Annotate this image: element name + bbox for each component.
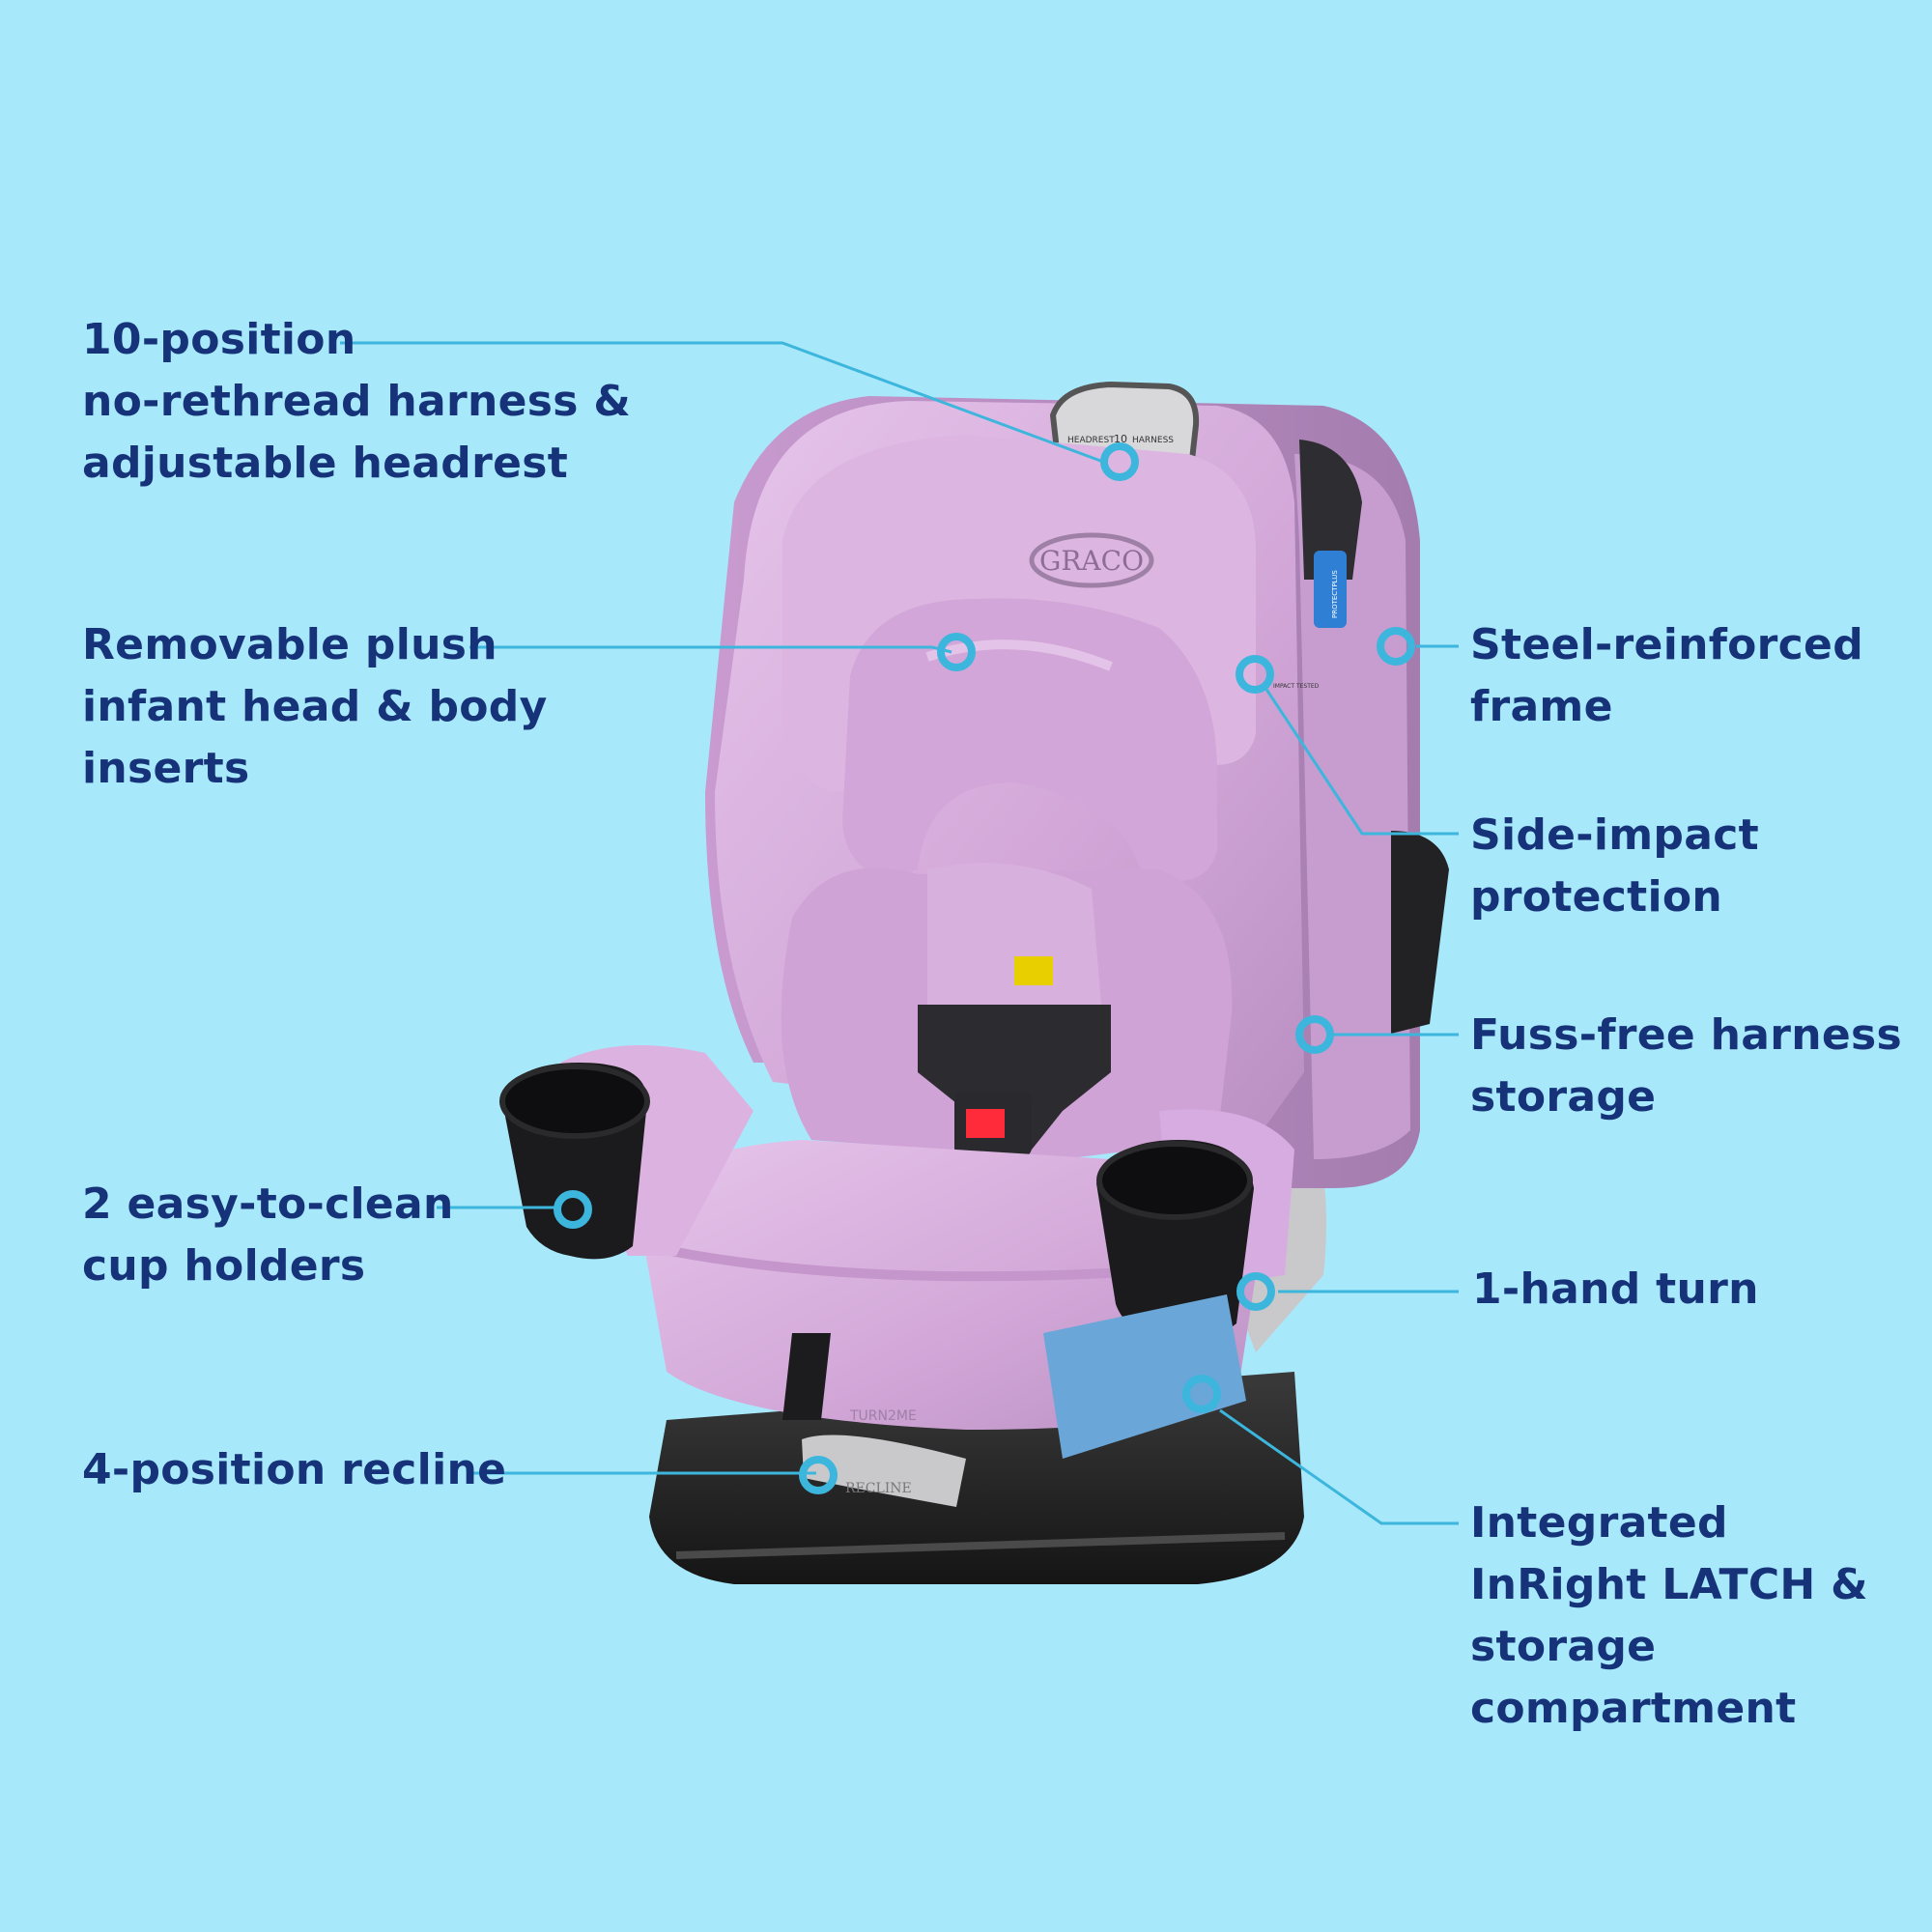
callout-line: storage bbox=[1470, 1072, 1657, 1122]
model-mark: TURN2ME bbox=[849, 1408, 917, 1424]
callout-turn: 1-hand turn bbox=[1472, 1259, 1759, 1321]
inserts-marker-ring bbox=[937, 633, 976, 671]
callout-line: Fuss-free harness bbox=[1470, 1010, 1903, 1060]
harness-leader-line bbox=[340, 341, 1104, 464]
cupholders-marker-ring bbox=[554, 1190, 592, 1229]
side-impact-marker-ring bbox=[1236, 655, 1274, 694]
callout-latch: Integrated InRight LATCH & storage compa… bbox=[1470, 1492, 1868, 1740]
callout-line: adjustable headrest bbox=[82, 439, 569, 488]
callout-line: InRight LATCH & bbox=[1470, 1560, 1868, 1609]
callout-line: Steel-reinforced bbox=[1470, 620, 1863, 669]
callout-line: 10-position bbox=[82, 315, 356, 364]
recline-handle bbox=[802, 1435, 966, 1507]
harness-storage-panel bbox=[1391, 831, 1449, 1034]
latch-marker-ring bbox=[1182, 1375, 1221, 1413]
side-impact-leader-line bbox=[1264, 687, 1459, 836]
headrest-position-number: 10 bbox=[1114, 433, 1127, 445]
brand-logo: GRACO bbox=[1029, 532, 1154, 588]
harness-marker-ring bbox=[1100, 442, 1139, 481]
headrest-label: HEADREST bbox=[1067, 436, 1115, 445]
callout-line: 2 easy-to-clean bbox=[82, 1179, 454, 1229]
harness-buckle bbox=[918, 956, 1111, 1159]
callout-line: infant head & body bbox=[82, 682, 548, 731]
protectplus-badge-text: PROTECTPLUS bbox=[1331, 570, 1339, 618]
callout-line: Removable plush bbox=[82, 620, 497, 669]
callout-line: Integrated bbox=[1470, 1498, 1728, 1548]
callout-line: cup holders bbox=[82, 1241, 366, 1291]
harness-label: HARNESS bbox=[1132, 436, 1174, 445]
callout-harness-storage: Fuss-free harness storage bbox=[1470, 1005, 1902, 1128]
turn-marker-ring bbox=[1236, 1272, 1275, 1311]
latch-label-area bbox=[1043, 1294, 1246, 1459]
callout-side-impact: Side-impact protection bbox=[1470, 805, 1759, 928]
callout-line: compartment bbox=[1470, 1684, 1797, 1733]
side-impact-badge-text: IMPACT TESTED bbox=[1273, 683, 1320, 690]
left-cup-holder bbox=[499, 1063, 650, 1260]
callout-lines bbox=[340, 341, 1459, 1525]
callout-markers bbox=[554, 442, 1415, 1494]
recline-handle-label: RECLINE bbox=[845, 1481, 912, 1496]
callout-recline: 4-position recline bbox=[82, 1439, 506, 1501]
callout-line: inserts bbox=[82, 744, 250, 793]
callout-line: storage bbox=[1470, 1622, 1657, 1671]
callout-harness: 10-position no-rethread harness & adjust… bbox=[82, 309, 631, 495]
harness-storage-marker-ring bbox=[1295, 1015, 1334, 1054]
inserts-leader-line bbox=[469, 645, 952, 654]
callout-inserts: Removable plush infant head & body inser… bbox=[82, 614, 548, 800]
latch-leader-line bbox=[1219, 1408, 1459, 1525]
callout-cupholders: 2 easy-to-clean cup holders bbox=[82, 1174, 454, 1297]
callout-line: protection bbox=[1470, 872, 1723, 922]
callout-line: no-rethread harness & bbox=[82, 377, 632, 426]
callout-line: frame bbox=[1470, 682, 1613, 731]
brand-logo-text: GRACO bbox=[1039, 545, 1144, 577]
recline-marker-ring bbox=[799, 1456, 838, 1494]
callout-line: 1-hand turn bbox=[1472, 1264, 1759, 1314]
callout-line: 4-position recline bbox=[82, 1445, 507, 1494]
callout-line: Side-impact bbox=[1470, 810, 1759, 860]
right-cup-holder bbox=[1096, 1140, 1254, 1341]
frame-marker-ring bbox=[1377, 627, 1415, 666]
callout-frame: Steel-reinforced frame bbox=[1470, 614, 1863, 738]
